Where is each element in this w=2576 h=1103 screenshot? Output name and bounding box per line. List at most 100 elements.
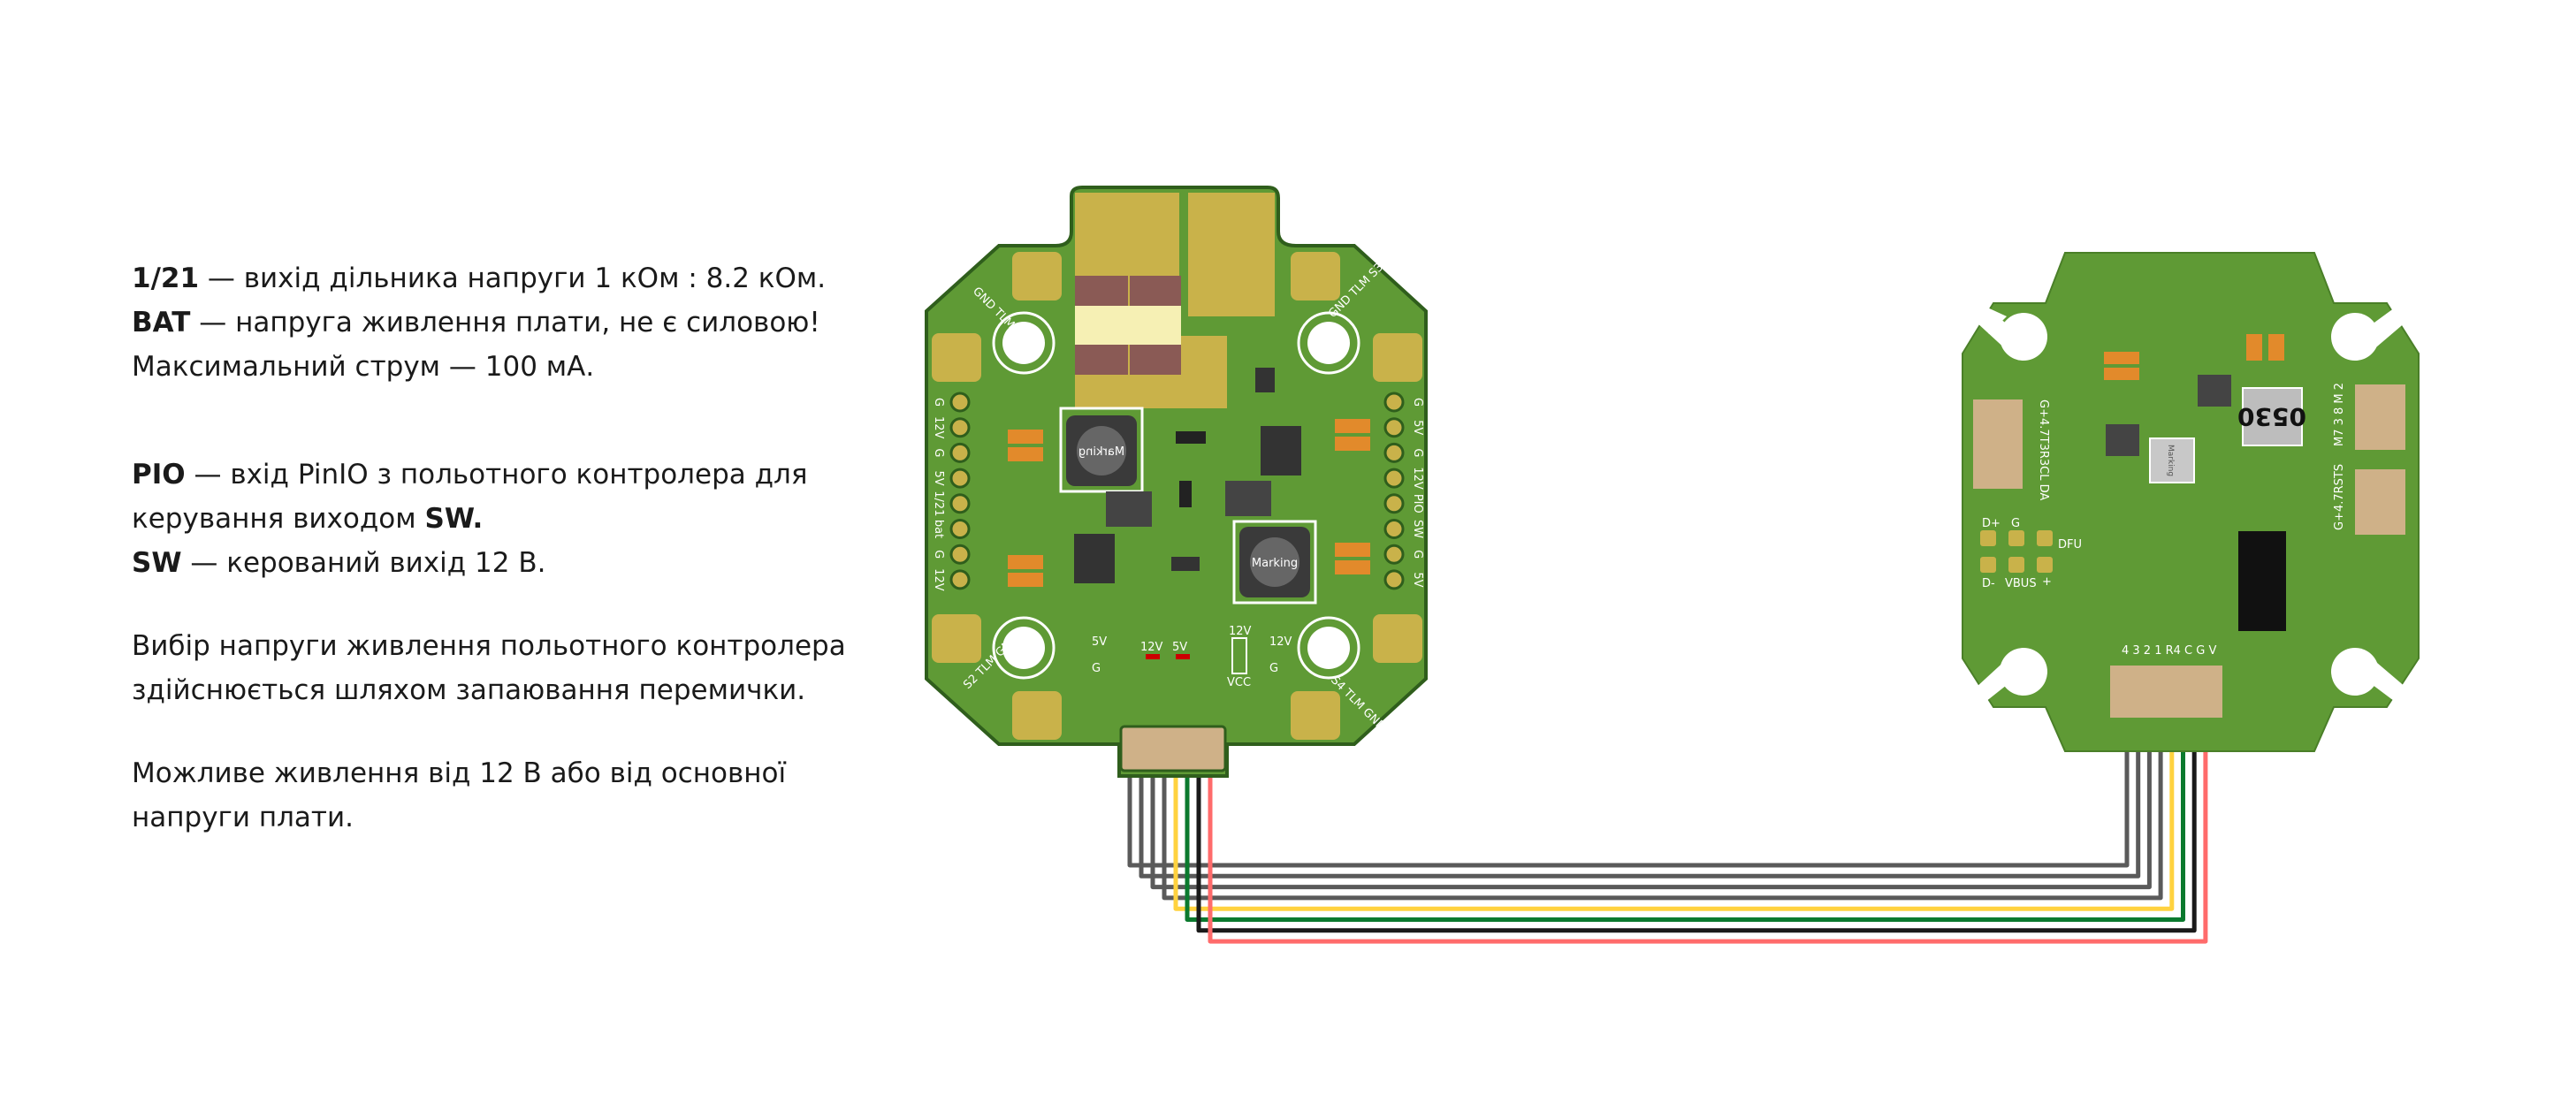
label-d-plus: D+	[1982, 517, 2001, 530]
wire-harness	[1127, 718, 2208, 944]
solder-pad	[1383, 544, 1405, 565]
left-pin-label: G	[932, 550, 945, 559]
shunt-resistor-body	[1075, 306, 1181, 345]
label-right-bottom-connector: G+4.7RSTS	[2333, 464, 2346, 530]
shunt-resistor	[1075, 276, 1128, 306]
solder-pad	[1383, 519, 1405, 539]
solder-pad	[1383, 417, 1405, 438]
solder-pad	[949, 468, 971, 489]
right-pin-label: 12V	[1411, 467, 1424, 490]
term-pio: PIO	[132, 459, 186, 491]
inductor-marking: Marking	[2166, 445, 2175, 476]
label-left-connector: G+4.7T3R3CL DA	[2037, 399, 2050, 500]
solder-pad	[1383, 493, 1405, 514]
label-12v-pad: 12V	[1269, 635, 1292, 649]
inductor-1: Marking	[1059, 407, 1144, 493]
wire	[1139, 718, 2141, 879]
copper-pad-battery-pos	[1188, 193, 1275, 316]
flight-controller-board: 0530 Marking G+4.7T3R3CL DA M7 3 8 M 2 G…	[1962, 252, 2420, 752]
solder-pad	[949, 392, 971, 413]
label-12v-led: 12V	[1140, 641, 1163, 654]
shunt-resistor	[1130, 276, 1181, 306]
fc-mount-slots	[1962, 296, 2419, 709]
term-1-21: 1/21	[132, 262, 200, 294]
note-power-source-cont: напруги плати.	[132, 802, 354, 833]
note-text: — вихід дільника напруги 1 кОм : 8.2 кОм…	[199, 262, 827, 294]
note-max-current: Максимальний струм — 100 мА.	[132, 351, 595, 383]
right-pin-label: SW	[1411, 520, 1424, 538]
left-pin-label: 5V	[932, 471, 945, 486]
label-plus: +	[2042, 575, 2052, 589]
fc-regulator-ic	[2106, 424, 2139, 456]
right-pin-label: 5V	[1411, 420, 1424, 435]
wire	[1173, 718, 2175, 911]
note-bat: BAT — напруга живлення плати, не є силов…	[132, 300, 927, 345]
wire	[1185, 718, 2185, 922]
inductor-marking: Marking	[1252, 557, 1298, 570]
label-5v-pad: 5V	[1092, 635, 1107, 649]
note-pio: PIO — вхід PinIO з польотного контролера…	[132, 453, 927, 497]
label-d-minus: D-	[1982, 577, 1995, 590]
wire	[1150, 718, 2152, 890]
left-pin-label: 12V	[932, 568, 945, 591]
inductor-marking: Marking	[1078, 445, 1124, 459]
label-dfu: DFU	[2058, 538, 2082, 552]
label-vbus: VBUS	[2005, 577, 2037, 590]
note-voltage-select: Вибір напруги живлення польотного контро…	[132, 630, 846, 662]
label-vcc-jumper: VCC	[1227, 676, 1251, 689]
shunt-resistor	[1075, 345, 1128, 375]
label-12v-jumper: 12V	[1229, 625, 1252, 638]
fc-outline	[1962, 252, 2420, 752]
term-sw: SW.	[424, 503, 484, 535]
right-pin-label: G	[1411, 550, 1424, 559]
note-text: — вхід PinIO з польотного контролера для	[185, 459, 808, 491]
wire	[1162, 718, 2163, 901]
label-g-pad: G	[1269, 662, 1278, 675]
fc-right-bottom-connector	[2355, 469, 2405, 535]
left-pin-label: G	[932, 398, 945, 407]
label-g-pad: G	[1092, 662, 1101, 675]
inductor-code: 0530	[2237, 402, 2306, 431]
solder-pad	[1383, 569, 1405, 590]
label-right-top-connector: M7 3 8 M 2	[2333, 383, 2346, 446]
pdb-wire-connector	[1119, 725, 1227, 772]
note-text: керування виходом	[132, 503, 425, 535]
fc-right-top-connector	[2355, 384, 2405, 450]
left-pin-label: 1/21	[932, 491, 945, 516]
label-connector-pins: 4 3 2 1 R4 C G V	[2122, 644, 2216, 658]
note-sw: SW — керований вихід 12 В.	[132, 541, 927, 585]
solder-pad	[949, 442, 971, 463]
shunt-resistor	[1130, 345, 1181, 375]
solder-pad	[949, 569, 971, 590]
solder-pad	[949, 519, 971, 539]
solder-pad	[1383, 468, 1405, 489]
solder-pad	[949, 544, 971, 565]
note-text: — напруга живлення плати, не є силовою!	[190, 307, 820, 339]
note-divider: 1/21 — вихід дільника напруги 1 кОм : 8.…	[132, 256, 927, 300]
solder-pad	[949, 493, 971, 514]
note-voltage-select-cont: здійснюється шляхом запаювання перемички…	[132, 674, 806, 706]
motor-pads	[932, 252, 1422, 740]
solder-pad	[949, 417, 971, 438]
fc-wire-connector	[2110, 666, 2222, 718]
fc-capacitors	[2104, 334, 2284, 380]
right-pin-label: G	[1411, 448, 1424, 457]
inductor-2: Marking	[1232, 520, 1317, 605]
solder-pad	[1383, 442, 1405, 463]
solder-pad	[1383, 392, 1405, 413]
fc-mcu-chip	[2238, 531, 2286, 631]
note-text: — керований вихід 12 В.	[181, 547, 546, 579]
right-pin-label: G	[1411, 398, 1424, 407]
right-pin-label: PIO	[1411, 494, 1424, 513]
left-pin-label: G	[932, 448, 945, 457]
wire	[1208, 718, 2208, 944]
right-pin-label: 5V	[1411, 572, 1424, 587]
fc-inductor-2	[2149, 437, 2195, 483]
description-text: 1/21 — вихід дільника напруги 1 кОм : 8.…	[132, 256, 927, 840]
pdb-components	[1008, 368, 1370, 674]
mounting-holes	[992, 311, 1360, 680]
fc-regulator-ic	[2198, 375, 2231, 407]
